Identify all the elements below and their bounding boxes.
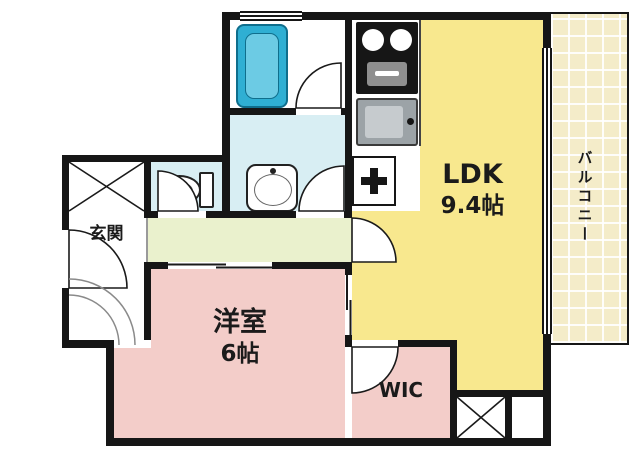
western-room-floor-ext	[114, 348, 151, 438]
wall-bathroom-left	[222, 12, 230, 162]
wall-toilet-right	[222, 162, 230, 218]
wall-entry-bedroom	[144, 262, 151, 340]
window-bathroom	[240, 11, 302, 21]
balcony: バルコニー	[551, 12, 629, 345]
toilet-bowl-icon	[158, 175, 201, 205]
pipe-space	[457, 397, 505, 438]
western-room-floor	[151, 269, 345, 438]
wall-wet-kitchen	[345, 12, 352, 218]
wall-bedroom-ldk-a	[345, 269, 352, 275]
wall-hall-top-c	[344, 211, 352, 218]
balcony-label: バルコニー	[575, 149, 594, 245]
washbasin-icon	[246, 164, 298, 212]
wall-top	[222, 12, 551, 20]
wall-bottom	[106, 438, 551, 446]
bathtub-icon	[236, 24, 288, 108]
wall-hall-bottom-a	[144, 262, 168, 269]
wall-toilet-left	[144, 155, 151, 218]
ldk-size: 9.4帖	[440, 192, 505, 219]
hallway-floor	[146, 218, 352, 262]
wall-hall-bottom-b	[272, 262, 352, 269]
entrance-step-line	[146, 218, 148, 262]
ldk-name: LDK	[442, 159, 503, 190]
wall-left-lower	[106, 340, 114, 446]
western-room-label: 洋室 6帖	[160, 306, 320, 369]
wall-hall-top-b	[206, 211, 296, 218]
entrance-label: 玄関	[89, 224, 124, 244]
utility-cross-box-icon	[352, 156, 396, 206]
entrance-door-opening	[62, 230, 69, 288]
ldk-floor-upper	[420, 20, 543, 219]
wic-label: WIC	[378, 378, 424, 402]
bathroom-door-swing	[295, 62, 342, 109]
ldk-label: LDK 9.4帖	[400, 158, 545, 221]
meter-box	[69, 162, 144, 211]
wall-bedroom-ldk-b	[345, 335, 352, 340]
wall-ldk-bottom	[450, 390, 543, 397]
kitchen-sink-icon	[356, 98, 418, 146]
wall-wic-right	[450, 340, 457, 438]
gas-stove-icon	[356, 22, 418, 94]
toilet-tank-icon	[199, 172, 214, 208]
wall-bath-wash-a	[230, 108, 296, 115]
western-room-name: 洋室	[213, 307, 267, 338]
western-room-size: 6帖	[220, 340, 260, 367]
wall-pipe-space-right	[505, 397, 512, 438]
wall-wic-top-b	[398, 340, 457, 347]
window-balcony	[542, 48, 552, 334]
ldk-floor-middle	[352, 211, 543, 340]
ldk-floor-lower	[457, 340, 543, 390]
kitchen-counter-edge	[419, 20, 421, 146]
wall-wic-top-a	[345, 340, 352, 347]
wall-entrance-bottom	[62, 340, 114, 348]
wall-hall-top-a	[144, 211, 158, 218]
